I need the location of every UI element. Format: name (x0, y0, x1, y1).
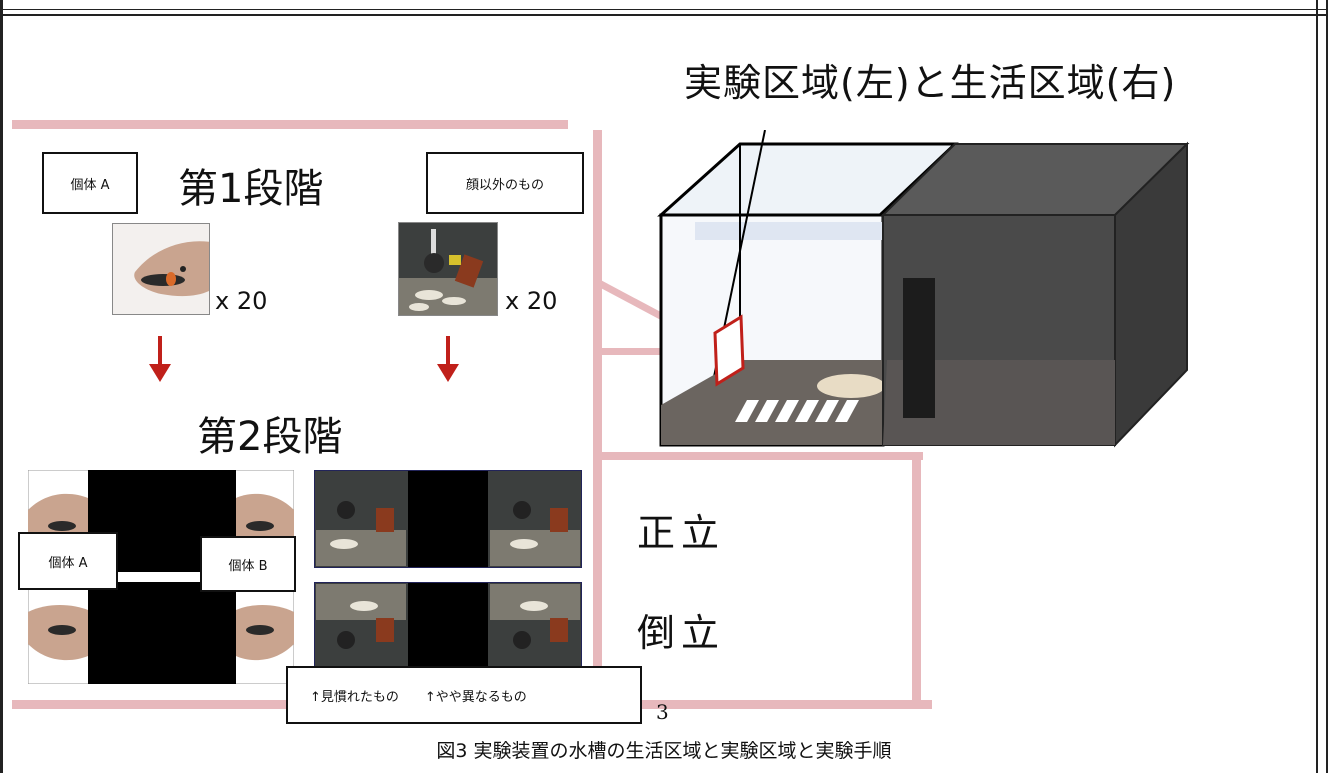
stage1-title: 第1段階 (178, 166, 324, 212)
down-arrow-left-icon (149, 336, 171, 382)
aquarium-tank-illustration (657, 130, 1190, 448)
pink-bar-right (912, 452, 921, 707)
fish-pair-inverted (28, 582, 294, 684)
pink-bar-pointer (595, 348, 715, 355)
down-arrow-right-icon (437, 336, 459, 382)
label-individual-a: 個体 A (42, 152, 138, 214)
count-left: x 20 (215, 287, 268, 315)
object-pair-upright (314, 470, 582, 568)
object-thumbnail (398, 222, 498, 316)
header-title: 実験区域(左)と生活区域(右) (684, 61, 1177, 105)
label-non-face: 顔以外のもの (426, 152, 584, 214)
fish-face-thumbnail (112, 223, 210, 315)
page-number: 3 (656, 700, 669, 724)
top-border (0, 0, 1328, 16)
label-stage2-individual-a: 個体 A (18, 532, 118, 590)
fish-face-image (113, 224, 209, 314)
pink-bar-vertical (593, 130, 602, 675)
object-image (399, 223, 497, 315)
object-pair-inverted (314, 582, 582, 680)
pink-bar-top (12, 120, 568, 129)
figure-caption: 図3 実験装置の水槽の生活区域と実験区域と実験手順 (436, 740, 892, 762)
pink-bar-mid (593, 452, 923, 460)
label-stage2-individual-b: 個体 B (200, 536, 296, 592)
left-border (0, 0, 3, 773)
label-upright: 正立 (637, 511, 726, 555)
stage2-title: 第2段階 (197, 414, 343, 460)
label-inverted: 倒立 (637, 611, 726, 655)
count-right: x 20 (505, 287, 558, 315)
legend-box: ↑見慣れたもの ↑やや異なるもの (286, 666, 642, 724)
right-border (1316, 0, 1328, 773)
